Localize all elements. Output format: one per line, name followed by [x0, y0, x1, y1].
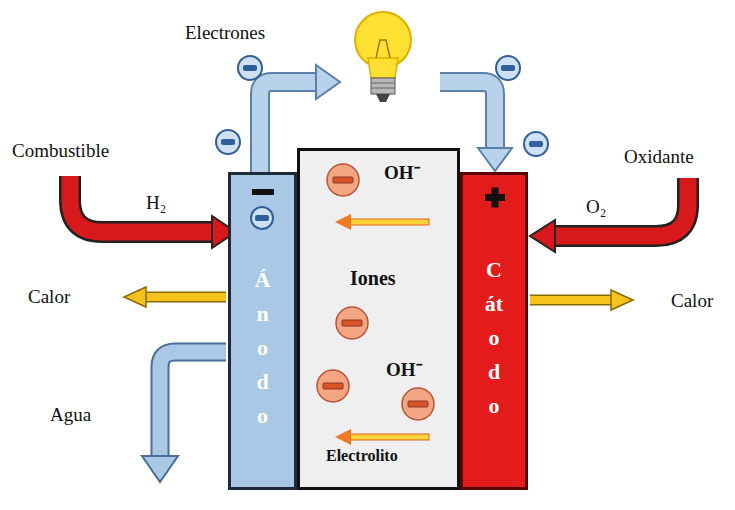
anode-plate: Ánodo — [228, 172, 297, 490]
heat-arrowhead — [124, 287, 146, 307]
oxidant-arrowhead — [530, 220, 555, 252]
heat-arrow-outline — [145, 292, 226, 303]
electrode-name: Ánodo — [252, 263, 274, 433]
node-illustration — [297, 148, 460, 490]
electron — [238, 56, 262, 80]
ion-formula: OH⁻ — [384, 159, 420, 185]
hydroxide-ion — [327, 164, 359, 196]
ion-formula: OH⁻ — [386, 356, 422, 382]
heat-label: Calor — [28, 286, 70, 308]
bulb-thread — [371, 88, 395, 89]
cathode-plate: Cátodo — [460, 172, 528, 490]
bulb-base — [371, 78, 395, 94]
plus-sign — [492, 188, 499, 208]
electron — [216, 130, 240, 154]
fuel-formula: H₂ — [146, 192, 166, 214]
hydroxide-ion — [336, 307, 368, 339]
bulb-neck — [368, 58, 398, 78]
oxidant-label: Oxidante — [624, 146, 694, 168]
electron — [496, 56, 520, 80]
ion-flow-arrow — [335, 429, 429, 445]
fuel-label: Combustible — [12, 140, 109, 162]
ions-label: Iones — [350, 267, 396, 290]
ion-flow-arrow — [335, 214, 429, 230]
heat-arrow-outline — [530, 295, 612, 306]
water-arrowhead — [142, 456, 178, 482]
heat-arrow — [145, 293, 226, 301]
bulb-filament — [376, 40, 390, 58]
hydroxide-ion — [317, 370, 349, 402]
electrode-name: Cátodo — [483, 253, 505, 423]
oxidant-arrow — [552, 178, 688, 236]
fuel-arrow-outline — [70, 176, 215, 232]
oxidant-arrow-outline — [552, 178, 688, 236]
heat-arrowhead — [611, 290, 633, 310]
water-arrow-outline — [160, 352, 226, 458]
electrolyte-box: OH⁻IonesOH⁻Electrolito — [297, 148, 460, 490]
electron — [524, 132, 548, 156]
heat-arrow — [530, 296, 612, 304]
bulb-tip — [376, 94, 390, 102]
oxidant-formula: O₂ — [586, 196, 606, 218]
water-label: Agua — [50, 404, 91, 426]
bulb-thread — [371, 83, 395, 84]
electron-label: Electrones — [185, 22, 265, 44]
water-arrow — [160, 352, 226, 458]
heat-label: Calor — [671, 290, 713, 312]
electron — [251, 207, 273, 229]
hydroxide-ion — [402, 388, 434, 420]
minus-sign — [252, 189, 274, 195]
node-illustration — [228, 172, 297, 490]
electrolyte-label: Electrolito — [326, 447, 398, 465]
fuel-arrow — [70, 176, 215, 232]
